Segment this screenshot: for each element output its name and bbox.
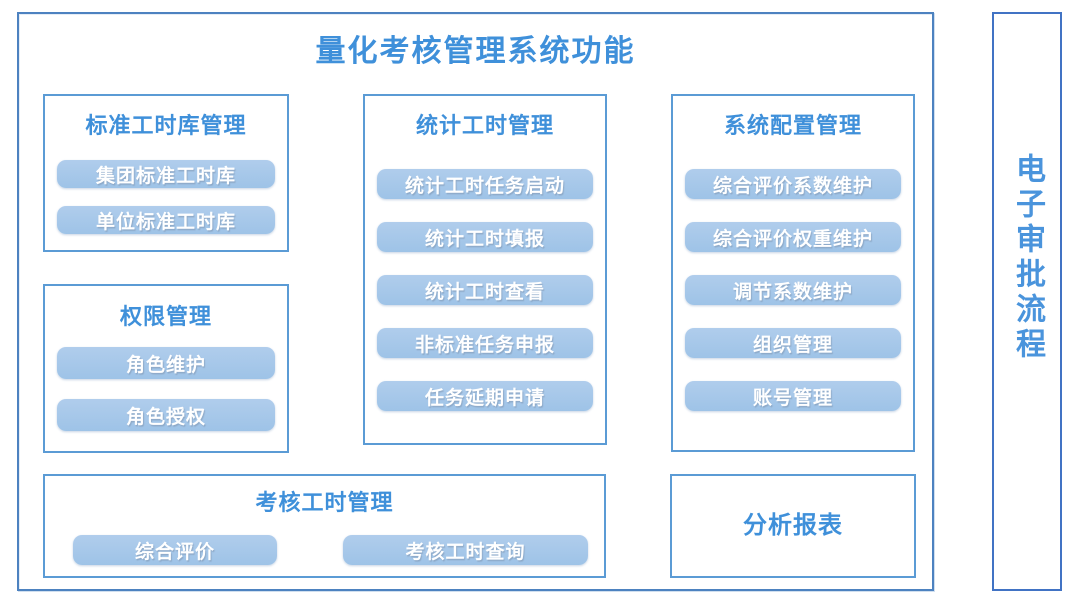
btn-task-delay-apply: 任务延期申请 — [377, 381, 593, 411]
btn-eval-weight-maintain: 综合评价权重维护 — [685, 222, 901, 252]
main-frame: 量化考核管理系统功能 标准工时库管理 集团标准工时库 单位标准工时库 统计工时管… — [17, 12, 934, 591]
side-panel-title: 电子审批流程 — [1011, 152, 1044, 363]
btn-assessment-hours-query: 考核工时查询 — [343, 535, 588, 565]
btn-role-authorize: 角色授权 — [57, 399, 275, 431]
btn-adjust-coefficient-maintain: 调节系数维护 — [685, 275, 901, 305]
btn-role-maintain: 角色维护 — [57, 347, 275, 379]
section-assessment-hours: 考核工时管理 综合评价 考核工时查询 — [43, 474, 606, 578]
side-panel-electronic-approval: 电子审批流程 — [992, 12, 1062, 591]
section-system-config: 系统配置管理 综合评价系数维护 综合评价权重维护 调节系数维护 组织管理 账号管… — [671, 94, 915, 452]
section-title-system-config: 系统配置管理 — [723, 113, 862, 138]
section-permission: 权限管理 角色维护 角色授权 — [43, 284, 289, 453]
section-standard-hours-library: 标准工时库管理 集团标准工时库 单位标准工时库 — [43, 94, 289, 252]
section-title-analysis-report: 分析报表 — [743, 512, 843, 539]
section-title-permission: 权限管理 — [119, 304, 212, 329]
btn-unit-standard-hours-library: 单位标准工时库 — [57, 206, 275, 234]
btn-eval-coefficient-maintain: 综合评价系数维护 — [685, 169, 901, 199]
btn-comprehensive-evaluation: 综合评价 — [73, 535, 277, 565]
assessment-buttons-row: 综合评价 考核工时查询 — [45, 519, 604, 576]
section-title-stat-hours: 统计工时管理 — [415, 113, 554, 138]
btn-stat-hours-task-start: 统计工时任务启动 — [377, 169, 593, 199]
section-stat-hours: 统计工时管理 统计工时任务启动 统计工时填报 统计工时查看 非标准任务申报 任务… — [363, 94, 607, 445]
section-title-standard-hours-library: 标准工时库管理 — [85, 113, 247, 138]
btn-nonstandard-task-declare: 非标准任务申报 — [377, 328, 593, 358]
page-title: 量化考核管理系统功能 — [315, 35, 636, 68]
btn-stat-hours-view: 统计工时查看 — [377, 275, 593, 305]
btn-group-standard-hours-library: 集团标准工时库 — [57, 160, 275, 188]
btn-stat-hours-fill-report: 统计工时填报 — [377, 222, 593, 252]
btn-account-management: 账号管理 — [685, 381, 901, 411]
btn-organization-management: 组织管理 — [685, 328, 901, 358]
section-analysis-report: 分析报表 — [670, 474, 916, 578]
section-title-assessment-hours: 考核工时管理 — [255, 490, 394, 515]
